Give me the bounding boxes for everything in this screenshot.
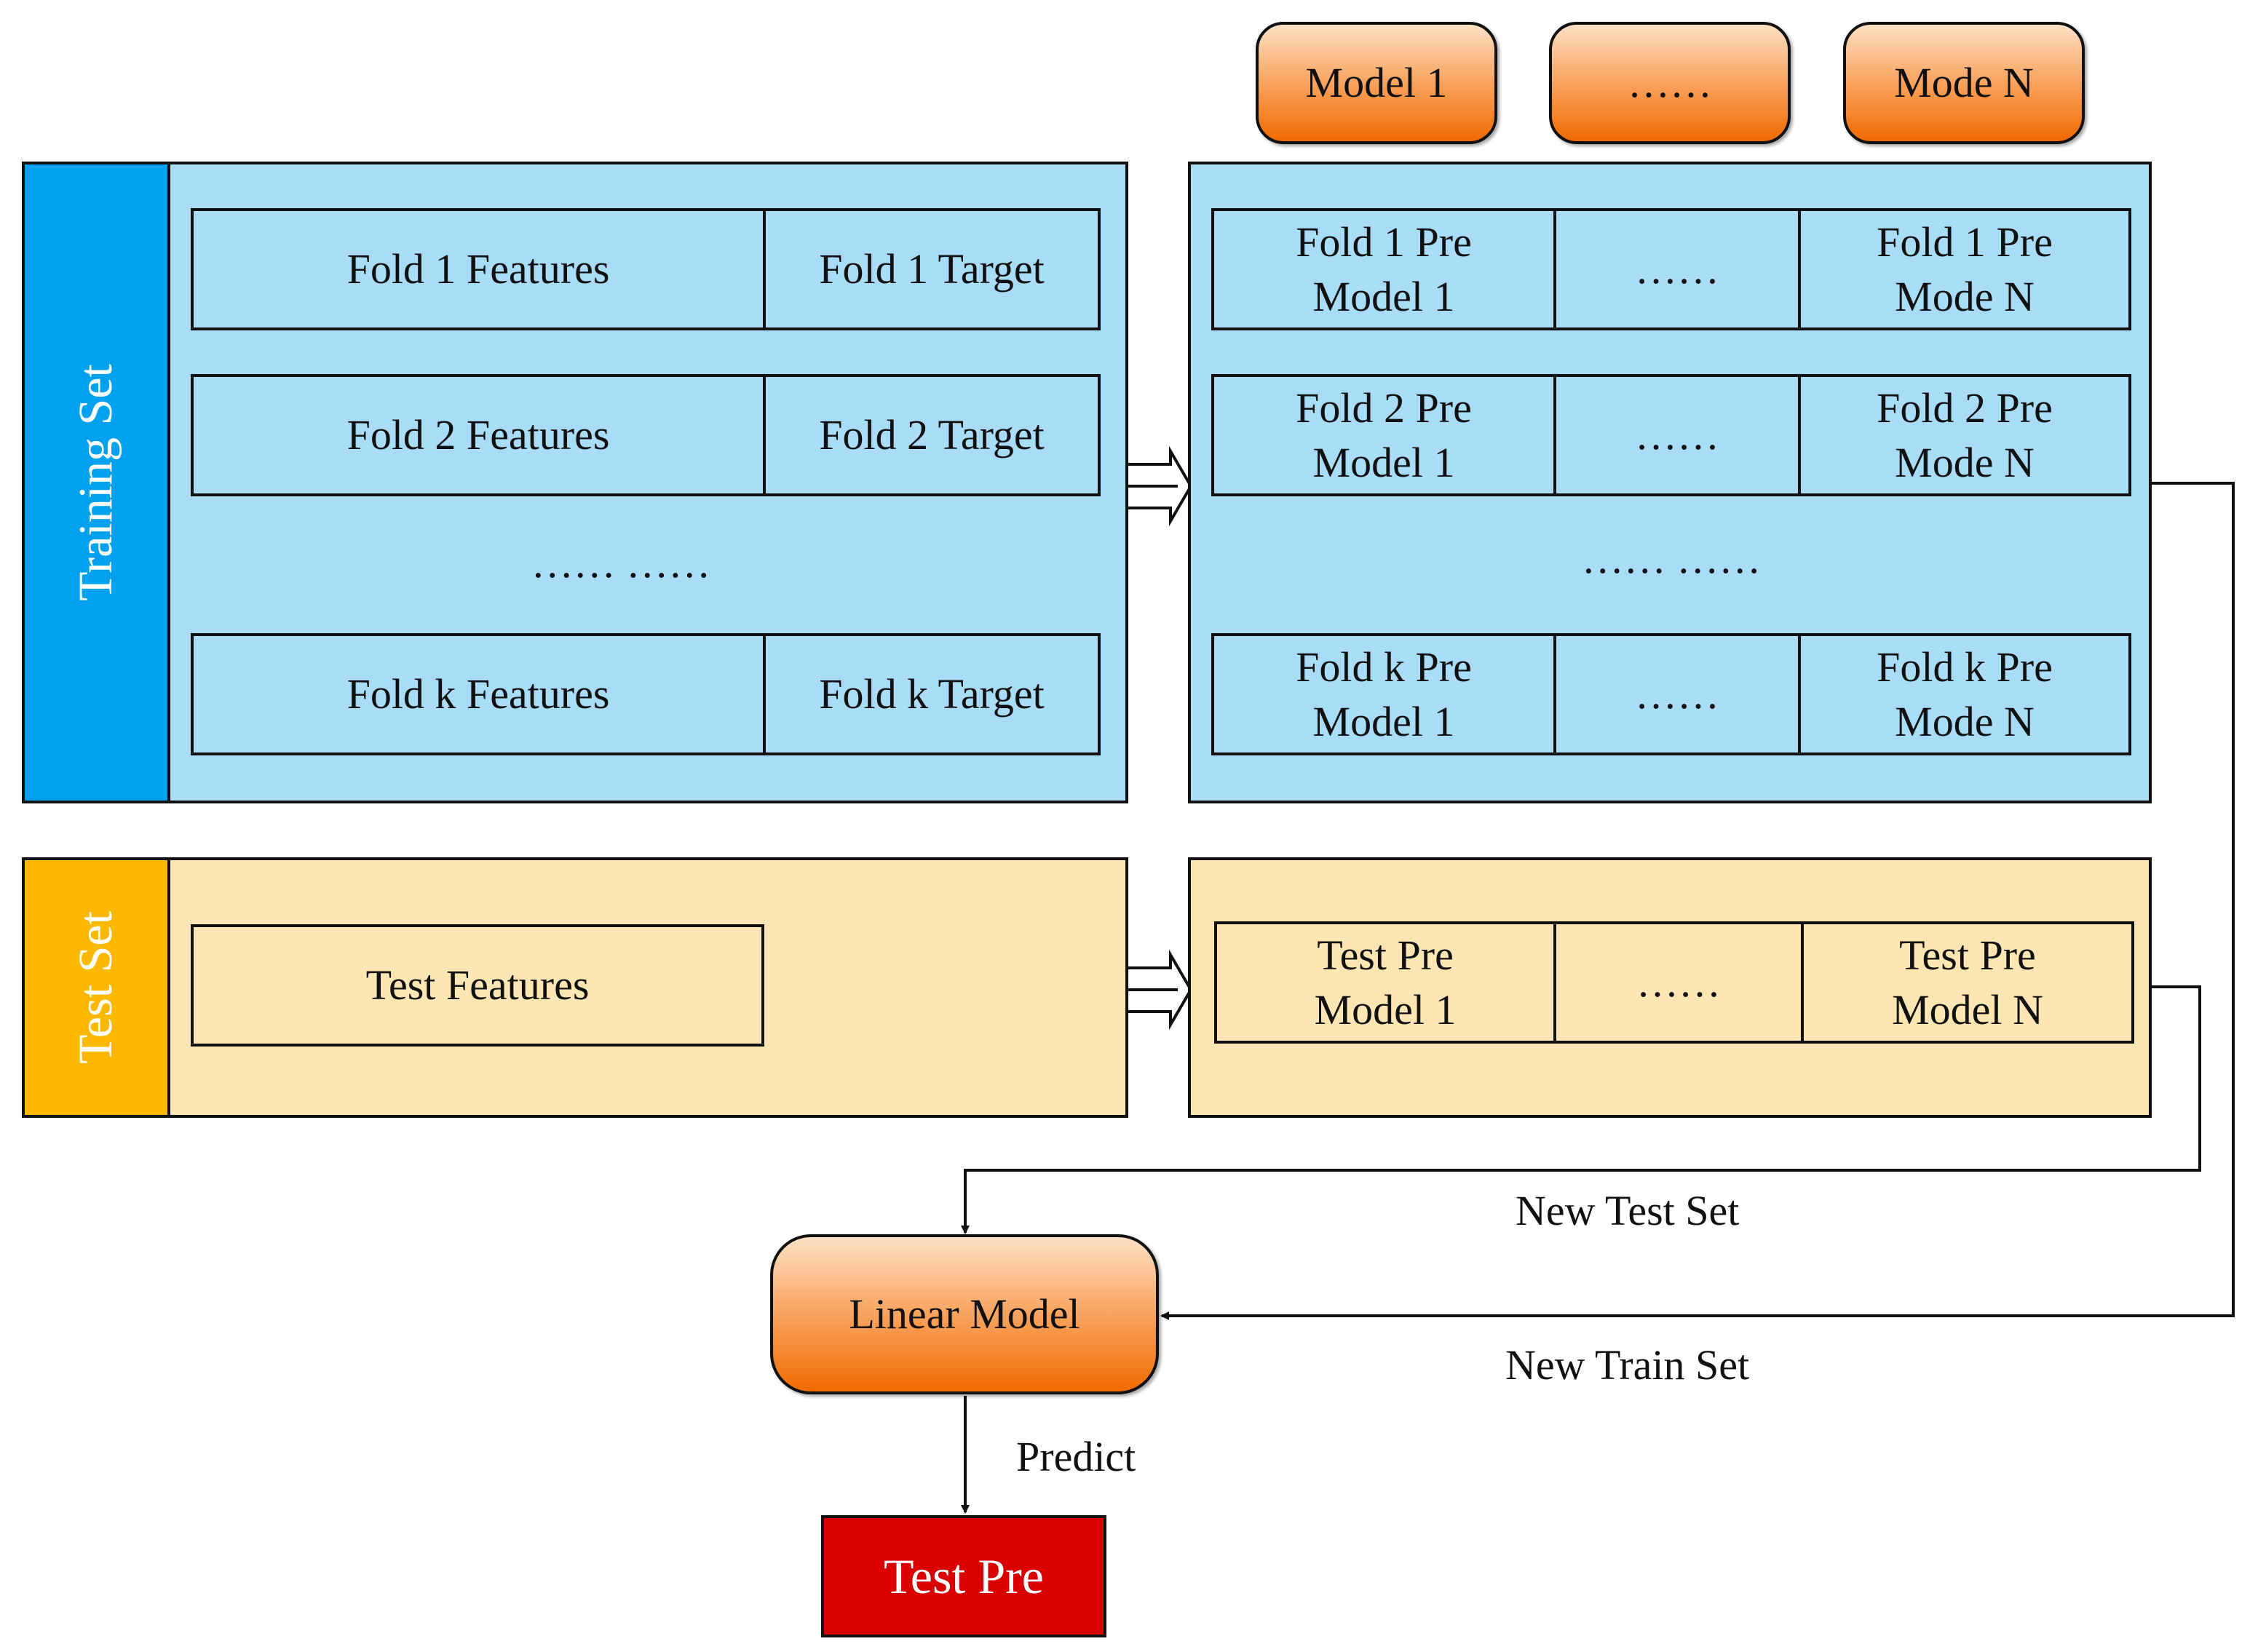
pred-fold-k-model-1: Fold k Pre Model 1 [1296,643,1472,745]
test-pred-ellipsis: …… [1553,924,1801,1041]
test-pred-model-1: Test Pre Model 1 [1314,931,1457,1033]
fold-1-features: Fold 1 Features [346,245,610,293]
pred-fold-2-model-n: Fold 2 Pre Mode N [1798,377,2128,493]
pred-fold-2-ellipsis: …… [1553,377,1798,493]
model-ellipsis-label: …… [1628,59,1712,107]
training-fold-k-row: Fold k Features Fold k Target [191,633,1101,755]
new-test-set-label: New Test Set [1516,1187,1740,1234]
fold-2-features: Fold 2 Features [346,411,610,459]
pred-fold-1-model-1: Fold 1 Pre Model 1 [1296,218,1472,320]
training-fold-1-row: Fold 1 Features Fold 1 Target [191,208,1101,330]
predict-label: Predict [1016,1433,1136,1480]
pred-fold-k-row: Fold k Pre Model 1 …… Fold k Pre Mode N [1211,633,2131,755]
fold-2-target: Fold 2 Target [763,377,1098,493]
linear-model-label: Linear Model [849,1290,1080,1338]
test-features-label: Test Features [365,961,590,1009]
training-set-label: Training Set [69,364,122,601]
model-n-label: Mode N [1894,59,2034,107]
fold-k-features: Fold k Features [346,670,610,718]
new-test-set-line [961,985,2201,1234]
pred-fold-1-ellipsis: …… [1553,211,1798,327]
training-ellipsis: …… …… [531,539,711,587]
model-ellipsis-pill: …… [1549,22,1791,144]
new-train-set-label: New Train Set [1505,1341,1750,1389]
test-pre-label: Test Pre [884,1548,1044,1604]
test-set-label: Test Set [69,911,123,1064]
model-1-pill: Model 1 [1256,22,1497,144]
model-n-pill: Mode N [1843,22,2085,144]
pred-fold-k-model-n: Fold k Pre Mode N [1798,636,2128,752]
pred-fold-1-row: Fold 1 Pre Model 1 …… Fold 1 Pre Mode N [1211,208,2131,330]
test-features-box: Test Features [191,924,764,1047]
training-set-sidebar: Training Set [22,162,170,803]
fold-1-target: Fold 1 Target [763,211,1098,327]
test-pred-row: Test Pre Model 1 …… Test Pre Model N [1214,921,2134,1044]
test-pred-model-n: Test Pre Model N [1801,924,2131,1041]
new-train-set-line [1160,482,2235,1320]
test-set-sidebar: Test Set [22,857,170,1118]
pred-ellipsis: …… …… [1581,535,1762,582]
model-1-label: Model 1 [1305,59,1448,107]
test-pre-output: Test Pre [821,1515,1106,1637]
training-fold-2-row: Fold 2 Features Fold 2 Target [191,374,1101,496]
fold-k-target: Fold k Target [763,636,1098,752]
pred-fold-2-model-1: Fold 2 Pre Model 1 [1296,384,1472,486]
pred-fold-k-ellipsis: …… [1553,636,1798,752]
linear-model-node: Linear Model [770,1234,1159,1394]
pred-fold-2-row: Fold 2 Pre Model 1 …… Fold 2 Pre Mode N [1211,374,2131,496]
pred-fold-1-model-n: Fold 1 Pre Mode N [1798,211,2128,327]
